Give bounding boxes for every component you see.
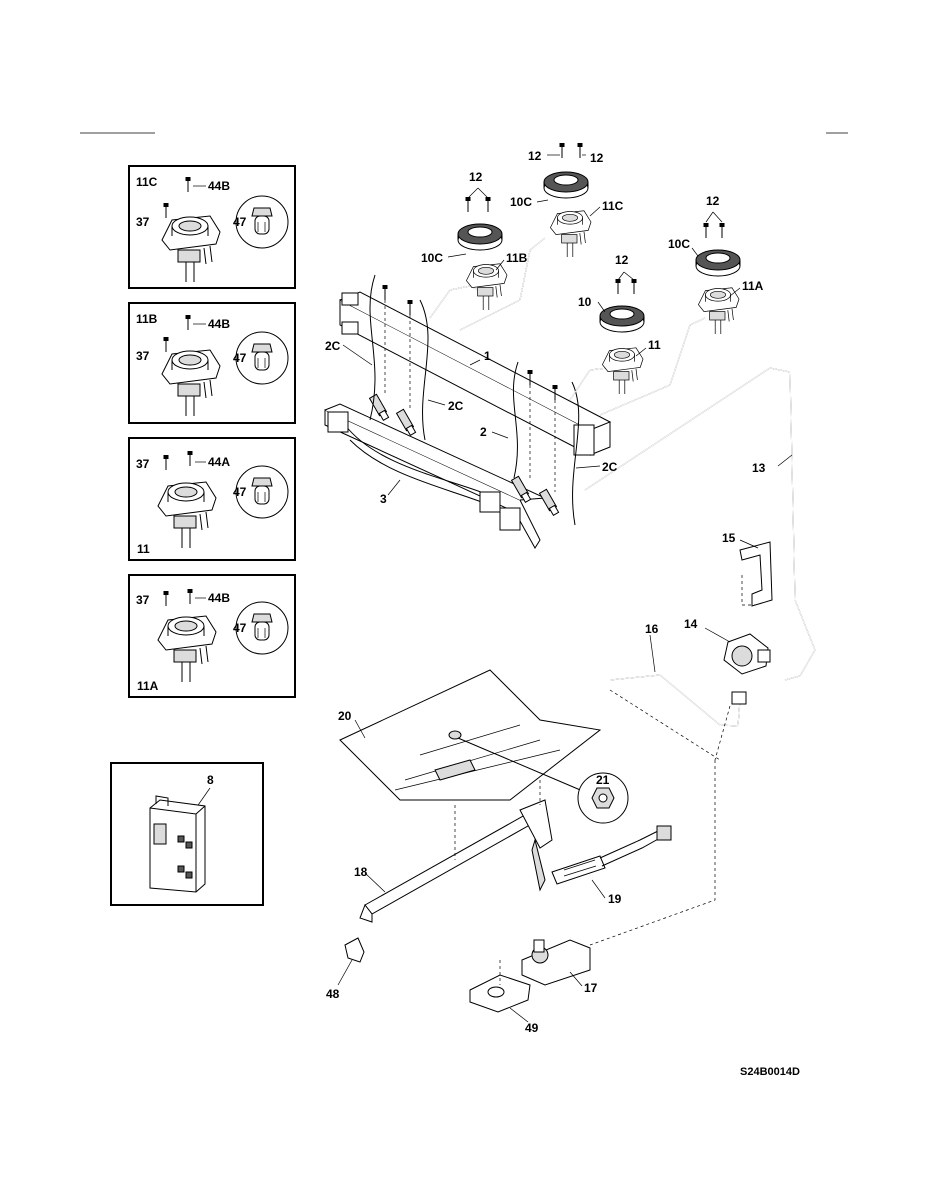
callout-10c: 10C bbox=[668, 237, 690, 251]
pressure-regulator bbox=[723, 541, 773, 705]
callout-12: 12 bbox=[615, 253, 629, 267]
detail-label: 37 bbox=[136, 215, 150, 229]
detail-label: 44A bbox=[208, 455, 230, 469]
detail-title: 11B bbox=[136, 312, 158, 326]
callout-12: 12 bbox=[469, 170, 483, 184]
detail-title: 11C bbox=[136, 175, 158, 189]
callout-17: 17 bbox=[584, 981, 598, 995]
detail-title: 8 bbox=[207, 773, 214, 787]
detail-box-11b: 11B 44B 37 47 bbox=[128, 302, 296, 424]
callout-20: 20 bbox=[338, 709, 352, 723]
callout-10c: 10C bbox=[510, 195, 532, 209]
detail-label: 37 bbox=[136, 593, 150, 607]
callout-2c: 2C bbox=[448, 399, 464, 413]
callout-2c: 2C bbox=[325, 339, 341, 353]
callout-10c: 10C bbox=[421, 251, 443, 265]
callout-3: 3 bbox=[380, 492, 387, 506]
detail-box-8: 8 bbox=[110, 762, 264, 906]
detail-label: 47 bbox=[233, 215, 247, 229]
callout-11: 11 bbox=[648, 338, 661, 352]
callout-2: 2 bbox=[480, 425, 487, 439]
callout-19: 19 bbox=[608, 892, 622, 906]
detail-label: 47 bbox=[233, 351, 247, 365]
detail-label: 44B bbox=[208, 179, 230, 193]
callout-13: 13 bbox=[752, 461, 766, 475]
callout-14: 14 bbox=[684, 617, 698, 631]
callout-labels: 1 2 2C 2C 2C 3 10 10C 10C 10C 11 11A 11B… bbox=[325, 149, 766, 1035]
leader-lines bbox=[337, 154, 793, 1023]
callout-2c: 2C bbox=[602, 460, 618, 474]
burner-assembly bbox=[457, 142, 741, 395]
callout-12: 12 bbox=[528, 149, 542, 163]
callout-18: 18 bbox=[354, 865, 368, 879]
detail-label: 44B bbox=[208, 317, 230, 331]
detail-box-11c: 11C 44B 37 47 bbox=[128, 165, 296, 289]
detail-label: 37 bbox=[136, 349, 150, 363]
detail-label: 47 bbox=[233, 621, 247, 635]
spark-module bbox=[149, 799, 206, 893]
detail-box-11: 37 44A 47 11 bbox=[128, 437, 296, 561]
manifold-assembly bbox=[324, 274, 612, 549]
detail-title: 11 bbox=[137, 542, 150, 556]
callout-21: 21 bbox=[596, 773, 610, 787]
callout-10: 10 bbox=[578, 295, 592, 309]
detail-title: 11A bbox=[137, 679, 159, 693]
callout-48: 48 bbox=[326, 987, 340, 1001]
callout-11a: 11A bbox=[742, 279, 764, 293]
callout-11c: 11C bbox=[602, 199, 624, 213]
callout-1: 1 bbox=[484, 349, 491, 363]
drawing-code: S24B0014D bbox=[740, 1066, 800, 1078]
callout-12: 12 bbox=[590, 151, 604, 165]
callout-16: 16 bbox=[645, 622, 659, 636]
bake-burner-assembly bbox=[339, 669, 731, 1013]
callout-11b: 11B bbox=[506, 251, 528, 265]
callout-15: 15 bbox=[722, 531, 736, 545]
callout-49: 49 bbox=[525, 1021, 539, 1035]
detail-box-11a: 37 44B 47 11A bbox=[128, 574, 296, 698]
detail-label: 37 bbox=[136, 457, 150, 471]
callout-12: 12 bbox=[706, 194, 720, 208]
detail-label: 44B bbox=[208, 591, 230, 605]
detail-label: 47 bbox=[233, 485, 247, 499]
